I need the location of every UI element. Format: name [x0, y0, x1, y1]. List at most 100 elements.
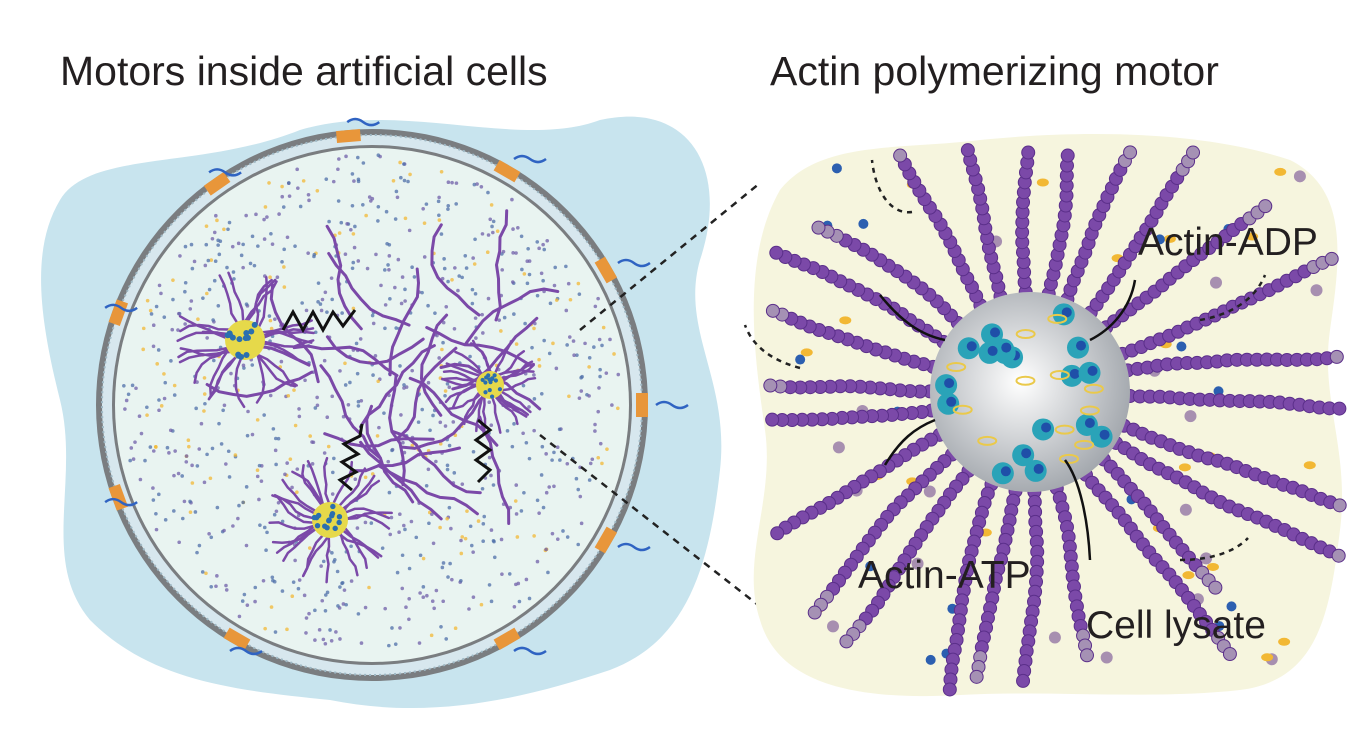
monomer-dot [209, 258, 214, 262]
membrane-protein [594, 526, 618, 554]
monomer-dot [250, 234, 255, 239]
monomer-dot [262, 413, 266, 417]
monomer-dot [481, 331, 485, 335]
monomer-dot [262, 237, 267, 241]
actin-monomer [1210, 276, 1223, 289]
monomer-dot [367, 585, 371, 590]
monomer-dot [440, 347, 444, 352]
monomer-dot [296, 586, 301, 591]
monomer-dot [512, 604, 517, 609]
monomer-dot [208, 476, 213, 481]
monomer-dot [267, 314, 272, 318]
motor-domain [987, 345, 998, 356]
monomer-dot [596, 296, 600, 301]
monomer-dot [270, 575, 275, 580]
monomer-dot [215, 505, 220, 510]
monomer-dot [276, 500, 281, 505]
monomer-dot [212, 358, 216, 363]
monomer-dot [515, 535, 520, 539]
monomer-dot [295, 467, 300, 471]
monomer-dot [326, 444, 331, 449]
monomer-dot [293, 244, 297, 248]
monomer-dot [457, 274, 462, 278]
monomer-dot [481, 522, 486, 526]
monomer-dot [376, 204, 381, 209]
monomer-dot [500, 572, 504, 576]
atp-molecule [839, 316, 852, 325]
monomer-dot [282, 285, 287, 289]
monomer-dot [184, 460, 189, 464]
monomer-dot [398, 512, 402, 517]
protein [858, 218, 869, 229]
monomer-dot [587, 355, 592, 360]
monomer-dot [323, 290, 328, 295]
monomer-dot [558, 458, 562, 462]
monomer-dot [188, 510, 193, 514]
monomer-dot [446, 207, 450, 211]
monomer-dot [199, 421, 204, 426]
monomer-dot [514, 512, 519, 516]
monomer-dot [460, 275, 464, 280]
monomer-dot [546, 570, 550, 575]
monomer-dot [402, 523, 406, 528]
monomer-dot [383, 268, 387, 272]
motor-domain [1033, 463, 1044, 474]
monomer-dot [256, 244, 260, 248]
protein [831, 163, 842, 174]
monomer-dot [313, 638, 317, 642]
binding-arrow [879, 294, 946, 342]
monomer-dot [307, 546, 312, 550]
monomer-dot [237, 614, 242, 619]
actin-filament [359, 440, 443, 521]
actin-monomer [1048, 631, 1061, 644]
actin-filament [325, 335, 425, 366]
actin-subunit [807, 605, 822, 620]
actin-filament [205, 370, 314, 398]
monomer-dot [480, 486, 485, 491]
monomer-dot [351, 232, 356, 236]
monomer-dot [349, 579, 354, 583]
monomer-dot [285, 627, 289, 632]
monomer-dot [190, 463, 194, 468]
actin-filament [399, 388, 491, 450]
monomer-dot [511, 227, 515, 231]
monomer-dot [544, 490, 549, 495]
monomer-dot [407, 596, 411, 601]
monomer-dot [323, 641, 328, 646]
monomer-dot [523, 321, 527, 326]
actin-subunit [765, 412, 780, 427]
monomer-dot [141, 347, 146, 352]
monomer-dot [567, 394, 571, 399]
monomer-dot [290, 485, 294, 490]
monomer-dot [313, 608, 317, 613]
monomer-dot [337, 157, 341, 161]
monomer-dot [154, 511, 158, 516]
actin-subunit [770, 526, 785, 541]
monomer-dot [414, 535, 419, 540]
aster-motor [488, 380, 493, 385]
monomer-dot [485, 250, 490, 255]
monomer-dot [552, 484, 556, 489]
atp-molecule [1163, 234, 1176, 243]
aster-motor [330, 503, 336, 510]
monomer-dot [522, 272, 527, 276]
monomer-dot [442, 266, 447, 271]
monomer-dot [280, 260, 284, 264]
monomer-dot [429, 633, 434, 638]
monomer-dot [241, 242, 245, 247]
monomer-dot [231, 270, 236, 274]
monomer-dot [473, 316, 478, 320]
monomer-dot [338, 637, 342, 641]
monomer-dot [154, 527, 159, 532]
monomer-dot [162, 396, 167, 401]
monomer-dot [420, 407, 425, 412]
monomer-dot [269, 231, 273, 236]
monomer-dot [215, 218, 219, 223]
monomer-dot [363, 605, 368, 610]
aster-motor [243, 329, 250, 336]
monomer-dot [227, 220, 232, 225]
monomer-dot [224, 462, 228, 466]
monomer-dot [446, 279, 450, 284]
membrane-protein [493, 159, 521, 183]
monomer-dot [583, 341, 587, 346]
